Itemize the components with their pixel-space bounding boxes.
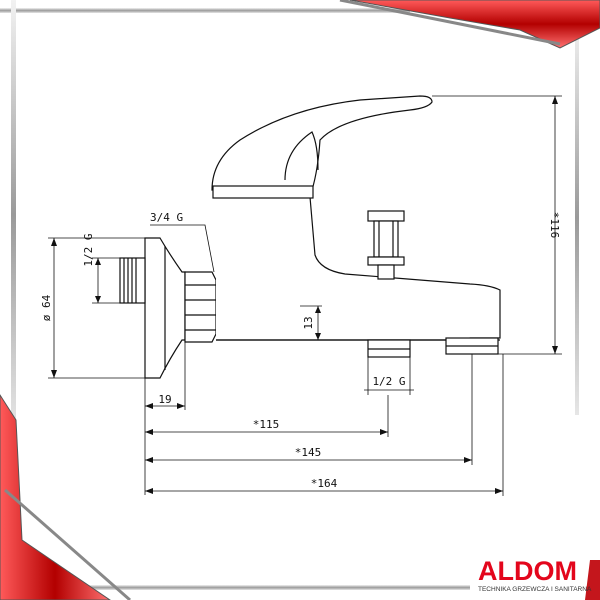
faucet-drawing xyxy=(119,95,501,379)
frame-top-bar xyxy=(0,8,410,13)
label-bottom-thread: 1/2 G xyxy=(372,375,405,388)
label-height-116: *116 xyxy=(548,212,561,239)
frame-top-right-red xyxy=(349,0,600,49)
frame-right-bar xyxy=(575,20,579,415)
arrow-64-top xyxy=(51,238,57,246)
diverter-knob-stem xyxy=(373,220,399,258)
arrow-116-bottom xyxy=(552,346,558,354)
label-length-115: *115 xyxy=(253,418,280,431)
arrow-13-top xyxy=(315,306,321,313)
arrow-115-right xyxy=(380,429,388,435)
arrow-145-right xyxy=(464,457,472,463)
brand-logo-name: ALDOM xyxy=(478,556,577,586)
diverter-knob-base xyxy=(367,256,405,266)
frame-bottom-bar xyxy=(0,585,470,590)
label-height-13: 13 xyxy=(302,316,315,329)
label-length-164: *164 xyxy=(311,477,338,490)
lever-collar xyxy=(212,185,314,199)
arrow-outlet-top xyxy=(95,258,101,265)
frame-bottom-left-stripe xyxy=(4,488,131,600)
arrow-19-left xyxy=(145,403,153,409)
label-outlet-thread: 1/2 G xyxy=(82,233,95,266)
label-inlet-thread: 3/4 G xyxy=(150,211,183,224)
brand-tagline: TECHNIKA GRZEWCZA I SANITARNA xyxy=(478,586,592,593)
label-depth-19: 19 xyxy=(158,393,171,406)
frame-top-right-stripe xyxy=(339,0,561,46)
mixer-body xyxy=(216,196,501,341)
hex-nut xyxy=(184,271,217,343)
dimension-labels: 1/2 G ø 64 3/4 G 13 1/2 G 19 *115 *145 *… xyxy=(40,211,561,490)
arrow-13-bottom xyxy=(315,333,321,340)
arrow-164-left xyxy=(145,488,153,494)
frame-bottom-right-red xyxy=(585,560,600,600)
arrow-outlet-bottom xyxy=(95,296,101,303)
dimension-lines xyxy=(48,95,562,496)
frame-bottom-left-red xyxy=(0,394,111,600)
dim-inlet-leader xyxy=(150,224,215,273)
arrow-116-top xyxy=(552,96,558,104)
diverter-knob-top xyxy=(367,210,405,222)
arrow-164-right xyxy=(495,488,503,494)
diverter-neck xyxy=(377,264,395,280)
lever-cap xyxy=(211,95,433,191)
arrowheads xyxy=(51,96,558,494)
label-length-145: *145 xyxy=(295,446,322,459)
frame-left-bar xyxy=(11,0,16,430)
arrow-19-right xyxy=(177,403,185,409)
arrow-64-bottom xyxy=(51,370,57,378)
lever-cap-detail xyxy=(284,131,319,181)
label-diameter: ø 64 xyxy=(40,294,53,321)
arrow-115-left xyxy=(145,429,153,435)
arrow-145-left xyxy=(145,457,153,463)
